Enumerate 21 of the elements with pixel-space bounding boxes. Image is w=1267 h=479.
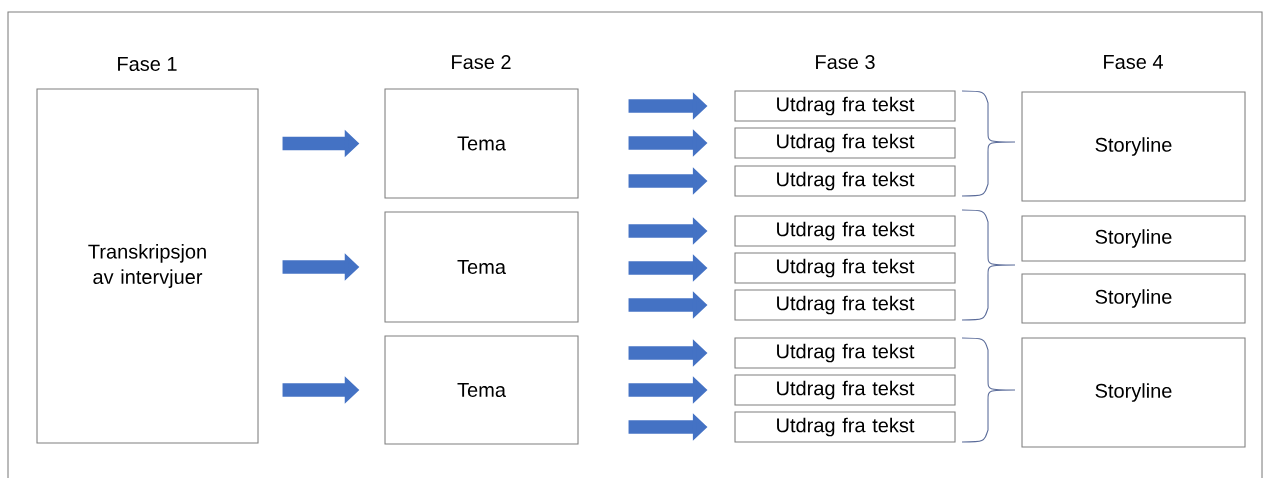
storyline-box: Storyline (1021, 337, 1246, 448)
transcript-box: Transkripsjon av intervjuer (36, 88, 259, 444)
phase-heading: Fase 4 (1104, 55, 1163, 69)
phase-heading: Fase 3 (816, 54, 875, 70)
excerpt-box: Utdrag fra tekst (734, 90, 956, 122)
storyline-box: Storyline (1021, 273, 1246, 324)
storyline-box: Storyline (1021, 91, 1246, 202)
excerpt-box: Utdrag fra tekst (734, 252, 956, 284)
storyline-box: Storyline (1021, 215, 1246, 262)
theme-box: Tema (384, 211, 579, 323)
excerpt-box: Utdrag fra tekst (734, 215, 956, 247)
phase-heading: Fase 2 (452, 54, 511, 70)
theme-box: Tema (384, 88, 579, 199)
excerpt-box: Utdrag fra tekst (734, 289, 956, 321)
phase-heading: Fase 1 (118, 57, 177, 71)
excerpt-box: Utdrag fra tekst (734, 165, 956, 197)
excerpt-box: Utdrag fra tekst (734, 411, 956, 443)
excerpt-box: Utdrag fra tekst (734, 337, 956, 369)
excerpt-box: Utdrag fra tekst (734, 374, 956, 406)
theme-box: Tema (384, 335, 579, 445)
excerpt-box: Utdrag fra tekst (734, 127, 956, 159)
